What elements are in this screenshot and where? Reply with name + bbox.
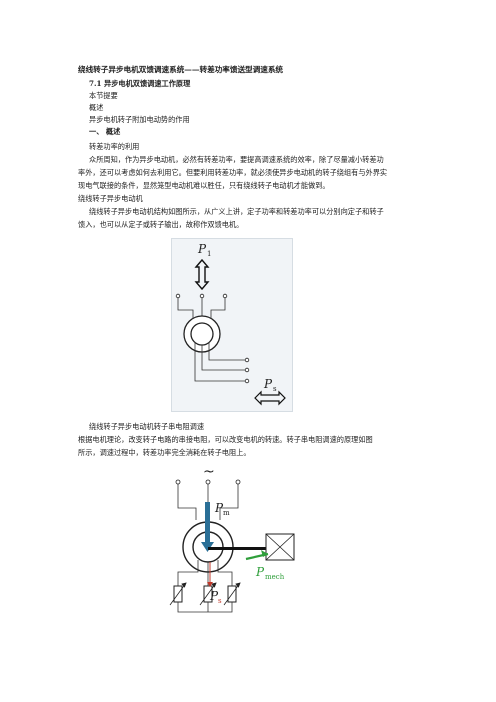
paragraph-1-line-1: 众所周知，作为异步电动机，必然有转差功率，要提高调速系统的效率，除了尽量减小转差… (89, 155, 384, 164)
line-overview: 概述 (89, 103, 104, 112)
svg-text:m: m (223, 509, 230, 517)
svg-text:1: 1 (207, 250, 211, 258)
rotor-power-double-arrow (254, 390, 286, 406)
line-summary: 本节提要 (89, 91, 118, 100)
paragraph-1-line-2: 率外，还可以考虑如何去利用它。但要利用转差功率，就必须使异步电动机的转子绕组有与… (78, 168, 388, 177)
mechanical-power-arrow (245, 550, 269, 561)
p1-label: P (197, 242, 207, 256)
caption-rotor-resistance: 绕线转子异步电动机转子串电阻调速 (89, 422, 205, 431)
figure-doubly-fed-motor: P 1 P s (171, 238, 293, 412)
load-box (265, 533, 295, 561)
pm-label: P (214, 501, 224, 515)
air-gap-power-arrow (201, 502, 214, 552)
document-title: 绕线转子异步电机双馈调速系统——转差功率馈送型调速系统 (78, 65, 284, 74)
paragraph-3-line-2: 所示，调速过程中，转差功率完全消耗在转子电阻上。 (78, 448, 251, 457)
section-heading: 7.1 异步电机双馈调速工作原理 (89, 79, 191, 88)
paragraph-3-line-1: 根据电机理论，改变转子电路的串接电阻，可以改变电机的转速。转子串电阻调速的原理如… (78, 435, 373, 444)
rotor-ring (190, 322, 214, 346)
paragraph-2-line-2: 馈入，也可以从定子或转子输出，故称作双馈电机。 (78, 220, 244, 229)
svg-text:s: s (273, 385, 277, 393)
figure-rotor-resistance-control: ~ P m P mech (160, 462, 300, 624)
ac-symbol: ~ (203, 464, 215, 480)
slip-power-arrow (207, 562, 213, 587)
paragraph-1-line-3: 现电气联接的条件，显然笼型电动机难以胜任，只有绕线转子电动机才能做到。 (78, 181, 330, 190)
stator-power-double-arrow (194, 258, 210, 291)
svg-text:s: s (218, 597, 222, 605)
line-slip-power: 转差功率的利用 (89, 142, 140, 151)
ps-label: P (209, 589, 219, 603)
ps-label: P (263, 377, 273, 391)
pmech-label: P (255, 565, 265, 579)
svg-text:mech: mech (265, 573, 285, 581)
paragraph-2-line-1: 绕线转子异步电动机结构如图所示，从广义上讲，定子功率和转差功率可以分别向定子和转… (89, 207, 384, 216)
heading-overview: 一、 概述 (89, 127, 121, 136)
motor-shaft (208, 547, 284, 550)
line-emf-role: 异步电机转子附加电动势的作用 (89, 115, 190, 124)
line-wound-rotor: 绕线转子异步电动机 (78, 194, 143, 203)
